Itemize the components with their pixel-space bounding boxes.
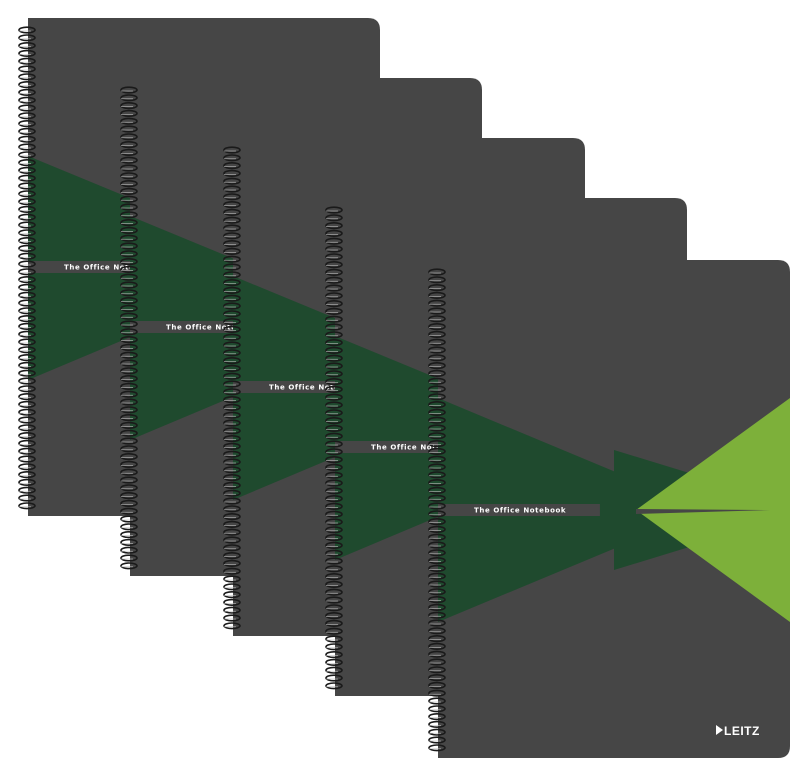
leitz-logo: LEITZ	[716, 724, 760, 738]
notebook-title: The Office Notes	[269, 384, 344, 392]
notebook-title: The Office Notes	[64, 264, 139, 272]
spiral-binding	[428, 268, 446, 752]
notebook-title: The Office Notes	[166, 324, 241, 332]
notebook-title: The Office Notes	[371, 444, 446, 452]
spiral-binding	[120, 86, 138, 570]
leitz-mark-icon	[716, 725, 723, 735]
spiral-binding	[325, 206, 343, 690]
title-strip	[438, 504, 600, 516]
brand-name: LEITZ	[724, 724, 760, 738]
spiral-binding	[18, 26, 36, 510]
spiral-binding	[223, 146, 241, 630]
notebook-title: The Office Notebook	[474, 507, 566, 515]
green-band-graphic: The Office Notebook	[438, 398, 790, 622]
